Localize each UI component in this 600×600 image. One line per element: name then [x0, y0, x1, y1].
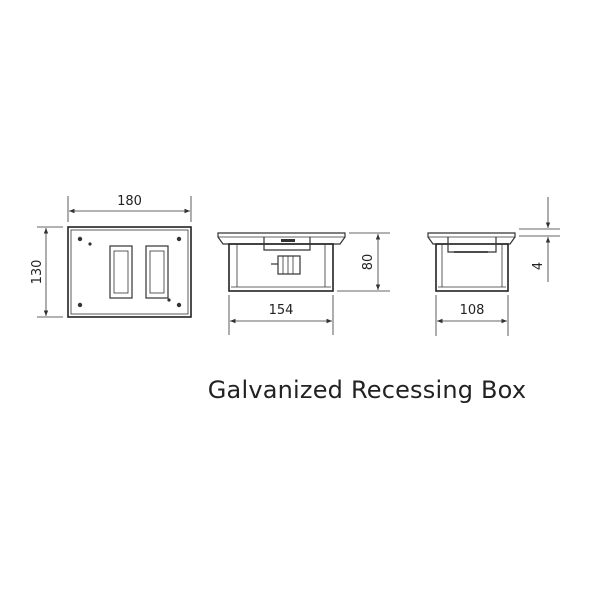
dimension-label-end-width: 108 — [460, 303, 485, 318]
dimension-label-side-width: 154 — [269, 303, 294, 318]
top-view: 180 130 — [30, 194, 192, 318]
dimension-label-top-width: 180 — [117, 194, 142, 209]
cable-gland — [277, 255, 301, 275]
dimension-label-lip-thickness: 4 — [531, 262, 546, 270]
side-view: 154 80 — [217, 232, 390, 335]
top-plate-inner-edge — [70, 229, 189, 315]
top-plate-outline — [67, 226, 192, 318]
end-view: 108 4 — [427, 197, 560, 336]
side-box-body — [228, 243, 334, 292]
screw-icon — [176, 302, 182, 308]
drawing-title: Galvanized Recessing Box — [208, 376, 526, 404]
side-socket-module — [263, 237, 311, 251]
screw-icon — [167, 298, 171, 302]
socket-opening-right — [145, 245, 169, 299]
screw-icon — [77, 302, 83, 308]
socket-opening-left-inner — [113, 250, 129, 294]
side-socket-label — [281, 239, 295, 242]
socket-opening-right-inner — [149, 250, 165, 294]
side-flange — [217, 232, 346, 245]
screw-icon — [176, 236, 182, 242]
dimension-label-side-height: 80 — [361, 254, 376, 271]
socket-opening-left — [109, 245, 133, 299]
dimension-label-top-height: 130 — [30, 260, 45, 285]
end-box-body — [435, 243, 509, 292]
screw-icon — [77, 236, 83, 242]
end-flange — [427, 232, 516, 245]
screw-icon — [88, 242, 92, 246]
